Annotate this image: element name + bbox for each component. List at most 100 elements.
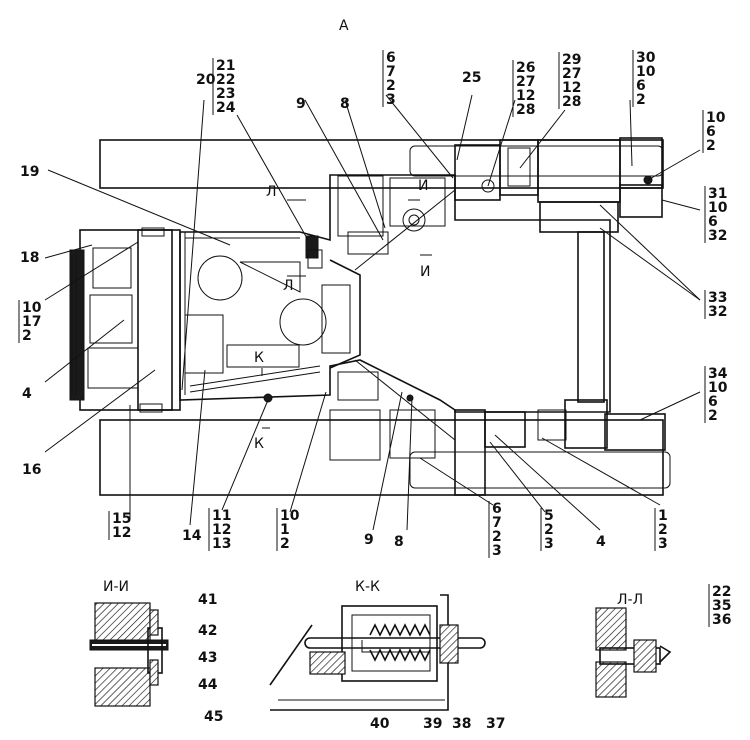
callout-c-10-17-2-0: 10 <box>22 300 42 316</box>
callout-c-1-2-3-0: 1 <box>658 508 668 524</box>
callout-c-5-2-3-0: 5 <box>544 508 554 524</box>
callout-c-14-0: 14 <box>182 528 202 544</box>
callout-c-42-0: 42 <box>198 623 217 639</box>
callout-c-11-12-13-0: 11 <box>212 508 231 524</box>
callout-c-41-0: 41 <box>198 592 217 608</box>
callout-c-31-3: 32 <box>708 228 727 244</box>
callout-c-6-7-2-3-1: 7 <box>386 64 396 80</box>
callout-c-34-2: 6 <box>708 394 718 410</box>
callout-c-34-0: 34 <box>708 366 728 382</box>
callout-c-29-2: 12 <box>562 80 581 96</box>
callout-c-6-7-2-3-0: 6 <box>386 50 396 66</box>
callout-c-26-0: 26 <box>516 60 535 76</box>
callout-c-30-0: 30 <box>636 50 656 66</box>
callout-c-21-2: 23 <box>216 86 235 102</box>
callout-c-6-7-2-3-bot-2: 2 <box>492 529 502 545</box>
callout-c-10-6-2-top-0: 10 <box>706 110 726 126</box>
callout-c-10-17-2-2: 2 <box>22 328 32 344</box>
callout-c-21-1: 22 <box>216 72 235 88</box>
callout-c-1-2-3-2: 3 <box>658 536 668 552</box>
callout-c-11-12-13-2: 13 <box>212 536 231 552</box>
callout-c-45-0: 45 <box>204 709 223 725</box>
callout-c-39-0: 39 <box>423 716 442 732</box>
svg-text:К: К <box>254 350 264 366</box>
callout-c-4-bot-0: 4 <box>596 534 606 550</box>
callout-c-29-3: 28 <box>562 94 581 110</box>
callout-c-29-1: 27 <box>562 66 581 82</box>
callout-c-5-2-3-2: 3 <box>544 536 554 552</box>
svg-text:И: И <box>420 264 430 280</box>
callout-c-22-35-36-1: 35 <box>712 598 731 614</box>
callout-c-26-2: 12 <box>516 88 535 104</box>
callout-c-38-0: 38 <box>452 716 471 732</box>
callout-c-6-7-2-3-bot-1: 7 <box>492 515 502 531</box>
callout-c-30-2: 6 <box>636 78 646 94</box>
svg-text:Л: Л <box>283 278 294 294</box>
callout-c-8-bot-0: 8 <box>394 534 404 550</box>
callout-c-10-6-2-top-1: 6 <box>706 124 716 140</box>
callout-c-25-0: 25 <box>462 70 481 86</box>
view-label: А <box>339 18 349 34</box>
callout-c-9-top-0: 9 <box>296 96 306 112</box>
callout-labels: 6723252627122829271228301062106231106323… <box>18 50 731 732</box>
callout-c-11-12-13-1: 12 <box>212 522 231 538</box>
callout-c-6-7-2-3-3: 3 <box>386 92 396 108</box>
callout-c-40-0: 40 <box>370 716 390 732</box>
svg-text:К-К: К-К <box>355 579 380 595</box>
callout-c-31-2: 6 <box>708 214 718 230</box>
cut-mark-i: И И <box>408 178 432 280</box>
callout-c-10-1-2-0: 10 <box>280 508 300 524</box>
section-ii: И-И <box>89 579 169 707</box>
lower-track <box>99 419 664 496</box>
callout-c-37-0: 37 <box>486 716 505 732</box>
callout-c-5-2-3-1: 2 <box>544 522 554 538</box>
callout-c-9-bot-0: 9 <box>364 532 374 548</box>
svg-text:Л: Л <box>266 184 277 200</box>
callout-c-30-1: 10 <box>636 64 656 80</box>
callout-c-31-1: 10 <box>708 200 728 216</box>
callout-c-10-1-2-1: 1 <box>280 522 290 538</box>
section-kk: К-К <box>269 579 486 711</box>
callout-c-16-0: 16 <box>22 462 41 478</box>
cut-mark-l: Л Л <box>266 184 306 294</box>
svg-text:К: К <box>254 436 264 452</box>
callout-c-21-3: 24 <box>216 100 236 116</box>
leader-lines <box>44 94 701 531</box>
callout-c-22-35-36-2: 36 <box>712 612 731 628</box>
callout-c-8-top-0: 8 <box>340 96 350 112</box>
section-ll: Л-Л <box>595 592 672 698</box>
callout-c-15-12-0: 15 <box>112 511 131 527</box>
cut-mark-k: К К <box>254 350 270 452</box>
callout-c-6-7-2-3-2: 2 <box>386 78 396 94</box>
callout-c-34-3: 2 <box>708 408 718 424</box>
callout-c-6-7-2-3-bot-0: 6 <box>492 501 502 517</box>
callout-c-44-0: 44 <box>198 677 218 693</box>
callout-c-6-7-2-3-bot-3: 3 <box>492 543 502 559</box>
callout-c-4-left-0: 4 <box>22 386 32 402</box>
svg-text:Л-Л: Л-Л <box>617 592 643 608</box>
main-plan-view: Л Л И И К К <box>44 94 701 531</box>
callout-c-1-2-3-1: 2 <box>658 522 668 538</box>
callout-c-30-3: 2 <box>636 92 646 108</box>
callout-c-21-0: 21 <box>216 58 235 74</box>
callout-c-18-0: 18 <box>20 250 39 266</box>
cab-block <box>79 229 181 411</box>
callout-c-43-0: 43 <box>198 650 217 666</box>
callout-c-22-35-36-0: 22 <box>712 584 731 600</box>
callout-c-20-0: 20 <box>196 72 216 88</box>
callout-c-10-6-2-top-2: 2 <box>706 138 716 154</box>
upper-track <box>99 139 664 189</box>
callout-c-31-0: 31 <box>708 186 727 202</box>
svg-text:И-И: И-И <box>103 579 129 595</box>
callout-c-10-17-2-1: 17 <box>22 314 41 330</box>
body-frame <box>179 174 611 413</box>
callout-c-26-3: 28 <box>516 102 535 118</box>
callout-c-15-12-1: 12 <box>112 525 131 541</box>
callout-c-29-0: 29 <box>562 52 581 68</box>
svg-text:И: И <box>418 178 428 194</box>
callout-c-10-1-2-2: 2 <box>280 536 290 552</box>
callout-c-34-1: 10 <box>708 380 728 396</box>
callout-c-26-1: 27 <box>516 74 535 90</box>
callout-c-33-0: 33 <box>708 290 727 306</box>
